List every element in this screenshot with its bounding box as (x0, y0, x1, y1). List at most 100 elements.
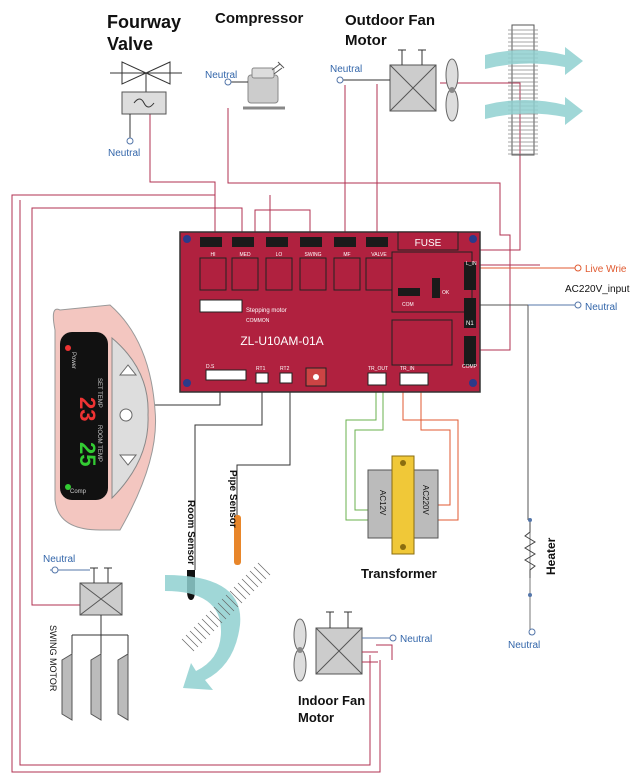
conn-rt1: RT1 (256, 366, 266, 372)
indoor-coil-fin (249, 570, 263, 584)
valve-neutral: Neutral (108, 148, 140, 159)
stepping-motor-label: Stepping motor (246, 308, 287, 314)
outdoor-fan-line2: Motor (345, 32, 387, 49)
indoor-coil-fin (241, 578, 255, 592)
conn-tr-in: TR_IN (400, 366, 415, 372)
display-panel (52, 304, 157, 531)
common-label: COMMON (246, 318, 270, 324)
relay-label: MF (343, 252, 350, 258)
transformer (367, 455, 439, 555)
indoor-coil (165, 562, 271, 690)
indoor-coil-fin (181, 638, 195, 652)
swing-motor-neutral: Neutral (43, 554, 75, 565)
relay-connector (200, 237, 222, 247)
room-sensor-label: Room Sensor (185, 500, 196, 565)
ac-input-label: AC220V_input (565, 284, 630, 295)
relay-connector (366, 237, 388, 247)
relay-label: SWING (305, 252, 322, 258)
indoor-fan-neutral: Neutral (400, 634, 432, 645)
indoor-coil-fin (257, 562, 271, 576)
indoor-coil-fin (185, 634, 199, 648)
heater-label: Heater (544, 537, 558, 575)
room-temp-label: ROOM TEMP (96, 425, 102, 462)
indoor-coil-fin (205, 614, 219, 628)
fourway-valve-label: Fourway Valve (107, 12, 186, 54)
side-label-lin: L_IN (466, 261, 477, 267)
indoor-coil-fin (201, 618, 215, 632)
pipe-sensor (234, 515, 241, 565)
relay-body (199, 257, 227, 291)
indoor-fan-motor (293, 611, 397, 682)
transformer-label: Transformer (361, 566, 437, 581)
compressor-label: Compressor (215, 10, 304, 27)
relay-label: LO (276, 252, 283, 258)
indoor-coil-fin (217, 602, 231, 616)
indoor-coil-fin (193, 626, 207, 640)
board-model: ZL-U10AM-01A (240, 334, 323, 348)
outdoor-fan-motor (336, 49, 459, 122)
power-neutral-label: Neutral (585, 302, 617, 313)
room-temp-value: 25 (75, 442, 100, 466)
power-indicator-label: Power (70, 352, 76, 369)
outdoor-fan-line1: Outdoor Fan (345, 12, 435, 29)
power-input (528, 264, 582, 309)
relay-body (333, 257, 361, 291)
indoor-coil-fin (253, 566, 267, 580)
indoor-fan-line1: Indoor Fan (298, 693, 365, 708)
indoor-fan-label: Indoor Fan Motor (298, 693, 369, 725)
fourway-valve (110, 61, 182, 145)
set-temp-value: 23 (75, 397, 100, 421)
relay-label: MED (239, 252, 251, 258)
side-label-comp: COMP (462, 364, 478, 370)
relay-group: HI MED LO SWING MF VALVE (199, 237, 393, 291)
pipe-sensor-label: Pipe Sensor (227, 470, 238, 528)
outdoor-fan-label: Outdoor Fan Motor (345, 12, 439, 49)
fourway-line2: Valve (107, 34, 153, 54)
relay-body (231, 257, 259, 291)
relay-connector (232, 237, 254, 247)
heater (524, 518, 536, 636)
board-fuse-label: FUSE (415, 238, 442, 249)
indoor-fan-line2: Motor (298, 710, 334, 725)
swing-motor-label: SWING MOTOR (48, 625, 58, 692)
transformer-primary: AC220V (421, 485, 430, 515)
relay-connector (334, 237, 356, 247)
indoor-coil-fin (213, 606, 227, 620)
indoor-coil-fin (245, 574, 259, 588)
side-label-n1: N1 (466, 321, 474, 327)
heater-neutral: Neutral (508, 640, 540, 651)
indoor-coil-fin (229, 590, 243, 604)
live-wire-label: Live Wrie (585, 264, 627, 275)
indoor-coil-fin (237, 582, 251, 596)
compressor (224, 61, 285, 110)
swing-motor (50, 566, 129, 721)
relay-body (265, 257, 293, 291)
outdoor-fan-neutral: Neutral (330, 64, 362, 75)
relay-connector (266, 237, 288, 247)
compressor-neutral: Neutral (205, 70, 237, 81)
conn-tr-out: TR_OUT (368, 366, 388, 372)
comp-indicator-label: Comp (70, 489, 87, 495)
relay-connector (300, 237, 322, 247)
indoor-coil-fin (189, 630, 203, 644)
indoor-coil-fin (209, 610, 223, 624)
indoor-coil-fin (233, 586, 247, 600)
transformer-secondary: AC12V (378, 490, 387, 516)
relay-body (299, 257, 327, 291)
indoor-coil-fin (225, 594, 239, 608)
set-temp-label: SET TEMP (96, 378, 102, 408)
relay-label: VALVE (371, 252, 387, 258)
indoor-coil-fin (197, 622, 211, 636)
outdoor-coil (485, 24, 583, 156)
conn-rt2: RT2 (280, 366, 290, 372)
relay-body (365, 257, 393, 291)
board-com-label: COM (402, 302, 414, 308)
conn-ds: D.S (206, 364, 215, 370)
fourway-line1: Fourway (107, 12, 181, 32)
indoor-coil-fin (221, 598, 235, 612)
relay-label: HI (211, 252, 216, 258)
control-board (179, 231, 481, 393)
board-ok-label: OK (442, 290, 450, 296)
